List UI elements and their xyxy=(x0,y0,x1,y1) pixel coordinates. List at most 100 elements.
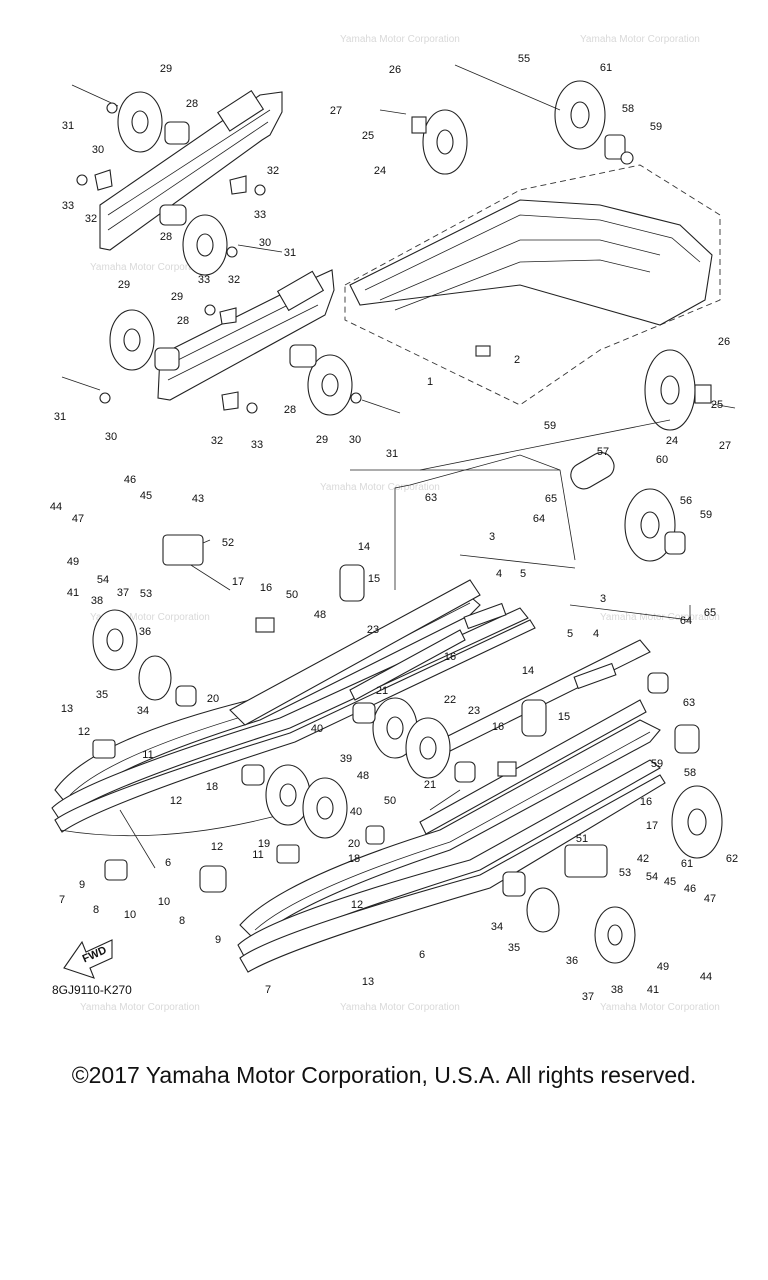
watermark: Yamaha Motor Corporation xyxy=(90,262,210,273)
callout-38: 38 xyxy=(91,595,103,607)
collar-58 xyxy=(604,134,626,160)
callout-15: 15 xyxy=(558,711,570,723)
callout-31: 31 xyxy=(386,448,398,460)
callout-46: 46 xyxy=(124,474,136,486)
callout-3: 3 xyxy=(489,531,495,543)
callout-labels: 1233445566778899101011111212121213131414… xyxy=(50,53,738,1003)
callout-11: 11 xyxy=(252,849,263,861)
callout-13: 13 xyxy=(362,976,374,988)
watermark: Yamaha Motor Corporation xyxy=(600,612,720,623)
copyright-notice: ©2017 Yamaha Motor Corporation, U.S.A. A… xyxy=(71,1062,697,1088)
callout-40: 40 xyxy=(350,806,362,818)
callout-4: 4 xyxy=(593,628,599,640)
callout-24: 24 xyxy=(374,165,386,177)
watermark: Yamaha Motor Corporation xyxy=(580,34,700,45)
callout-20: 20 xyxy=(348,838,360,850)
callout-17: 17 xyxy=(232,576,244,588)
callout-14: 14 xyxy=(358,541,370,553)
callout-10: 10 xyxy=(158,896,170,908)
collar-28 xyxy=(164,121,190,145)
collar-58 xyxy=(674,724,700,754)
callout-61: 61 xyxy=(681,858,693,870)
track-outline xyxy=(344,164,721,406)
callout-44: 44 xyxy=(50,501,62,513)
callout-19: 19 xyxy=(258,838,270,850)
callout-59: 59 xyxy=(544,420,556,432)
track-belt xyxy=(349,199,713,326)
callout-31: 31 xyxy=(62,120,74,132)
callout-7: 7 xyxy=(265,984,271,996)
callout-52: 52 xyxy=(222,537,234,549)
bearing-35 xyxy=(526,887,560,933)
callout-54: 54 xyxy=(646,871,658,883)
collar-18 xyxy=(365,825,385,845)
callout-17: 17 xyxy=(646,820,658,832)
callout-4: 4 xyxy=(496,568,502,580)
collar-34 xyxy=(175,685,197,707)
bracket-4 xyxy=(463,602,507,630)
callout-65: 65 xyxy=(545,493,557,505)
callout-36: 36 xyxy=(139,626,151,638)
callout-26: 26 xyxy=(389,64,401,76)
callout-32: 32 xyxy=(85,213,97,225)
callout-15: 15 xyxy=(368,573,380,585)
callout-63: 63 xyxy=(425,492,437,504)
wheels-mid xyxy=(92,488,723,964)
callout-58: 58 xyxy=(684,767,696,779)
callout-47: 47 xyxy=(704,893,716,905)
callout-30: 30 xyxy=(92,144,104,156)
callout-27: 27 xyxy=(719,440,731,452)
callout-7: 7 xyxy=(59,894,65,906)
slide-rail-right xyxy=(237,719,666,973)
stopper-14 xyxy=(339,564,365,602)
callout-59: 59 xyxy=(651,758,663,770)
diagram-code: 8GJ9110-K270 xyxy=(52,983,132,997)
collar-25 xyxy=(694,384,712,404)
callout-58: 58 xyxy=(622,103,634,115)
bracket-16 xyxy=(255,617,275,633)
callout-18: 18 xyxy=(348,853,360,865)
callout-2: 2 xyxy=(514,354,520,366)
callout-21: 21 xyxy=(376,685,388,697)
collar-21 xyxy=(352,702,376,724)
callout-46: 46 xyxy=(684,883,696,895)
callout-60: 60 xyxy=(656,454,668,466)
bracket-4 xyxy=(573,662,617,690)
watermark: Yamaha Motor Corporation xyxy=(340,1002,460,1013)
callout-65: 65 xyxy=(704,607,716,619)
callout-41: 41 xyxy=(67,587,79,599)
parts-diagram: Yamaha Motor Corporation Yamaha Motor Co… xyxy=(50,34,738,1013)
callout-23: 23 xyxy=(468,705,480,717)
callout-59: 59 xyxy=(650,121,662,133)
shaft-57 xyxy=(570,452,615,490)
callout-5: 5 xyxy=(520,568,526,580)
watermark: Yamaha Motor Corporation xyxy=(600,1002,720,1013)
callout-29: 29 xyxy=(160,63,172,75)
cap-8 xyxy=(199,865,227,893)
callout-28: 28 xyxy=(177,315,189,327)
watermark: Yamaha Motor Corporation xyxy=(80,1002,200,1013)
callout-47: 47 xyxy=(72,513,84,525)
collar-28 xyxy=(159,204,187,226)
callout-50: 50 xyxy=(286,589,298,601)
callout-26: 26 xyxy=(718,336,730,348)
callout-3: 3 xyxy=(600,593,606,605)
callout-32: 32 xyxy=(228,274,240,286)
callout-33: 33 xyxy=(251,439,263,451)
callout-43: 43 xyxy=(192,493,204,505)
callout-50: 50 xyxy=(384,795,396,807)
callout-12: 12 xyxy=(211,841,223,853)
callout-23: 23 xyxy=(367,624,379,636)
bracket-16 xyxy=(497,761,517,777)
callout-24: 24 xyxy=(666,435,678,447)
collar-21 xyxy=(454,761,476,783)
callout-49: 49 xyxy=(67,556,79,568)
callout-45: 45 xyxy=(664,876,676,888)
wheels-top-left xyxy=(61,84,401,416)
callout-18: 18 xyxy=(206,781,218,793)
collar-63 xyxy=(647,672,669,694)
callout-5: 5 xyxy=(567,628,573,640)
callout-41: 41 xyxy=(647,984,659,996)
callout-10: 10 xyxy=(124,909,136,921)
callout-35: 35 xyxy=(96,689,108,701)
